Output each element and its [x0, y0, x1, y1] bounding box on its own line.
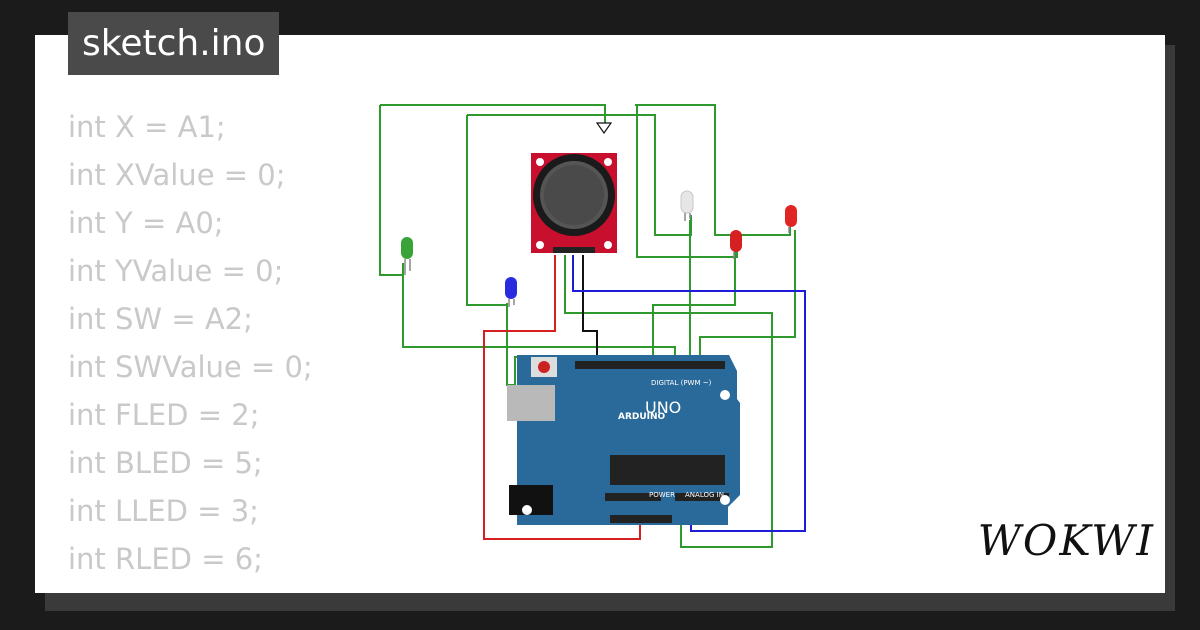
ground-symbol [595, 122, 613, 135]
wire-blue [572, 255, 806, 532]
wire-green [699, 230, 796, 359]
board-label-digital: DIGITAL (PWM ~) [651, 379, 712, 387]
arduino-uno-board: UNO ARDUINO DIGITAL (PWM ~) ANALOG IN PO… [507, 355, 740, 525]
wire-green [652, 250, 736, 357]
board-label-brand: ARDUINO [618, 412, 666, 422]
led-red [785, 205, 797, 233]
code-line: int FLED = 2; [68, 398, 260, 432]
wire-green [466, 115, 508, 306]
wire-green [379, 105, 404, 276]
led-green [401, 237, 413, 275]
led-red [730, 230, 742, 259]
wire-green [675, 220, 691, 366]
joystick-module [531, 153, 617, 253]
wire-green [735, 227, 791, 236]
code-line: int X = A1; [68, 110, 226, 144]
code-line: int XValue = 0; [68, 158, 286, 192]
board-label-analog: ANALOG IN [685, 491, 724, 499]
code-line: int SWValue = 0; [68, 350, 313, 384]
code-line: int RLED = 6; [68, 542, 263, 576]
logo-text: WOKWI [978, 516, 1155, 565]
preview-card: int X = A1; int XValue = 0; int Y = A0; … [35, 35, 1165, 593]
wire-green [402, 263, 676, 359]
board-label-power: POWER [649, 491, 675, 499]
code-line: int SW = A2; [68, 302, 253, 336]
board-label-uno: UNO [645, 398, 681, 417]
wire-black [582, 255, 598, 359]
circuit-diagram: UNO ARDUINO DIGITAL (PWM ~) ANALOG IN PO… [379, 104, 806, 548]
wire-green [380, 104, 606, 123]
wire-green [636, 105, 738, 258]
led-blue [505, 277, 517, 307]
led-white [680, 190, 694, 221]
code-line: int SWLED = 7; [68, 583, 313, 593]
wire-red [483, 255, 641, 540]
filename-tab: sketch.ino [68, 12, 280, 75]
wire-green [635, 104, 735, 236]
code-line: int YValue = 0; [68, 254, 284, 288]
code-line: int Y = A0; [68, 206, 224, 240]
code-line: int LLED = 3; [68, 494, 259, 528]
wire-green [680, 355, 773, 548]
code-preview: int X = A1; int XValue = 0; int Y = A0; … [68, 103, 313, 593]
code-line: int BLED = 5; [68, 446, 263, 480]
wire-green [564, 255, 773, 355]
wokwi-logo: WOKWI [978, 516, 1155, 565]
